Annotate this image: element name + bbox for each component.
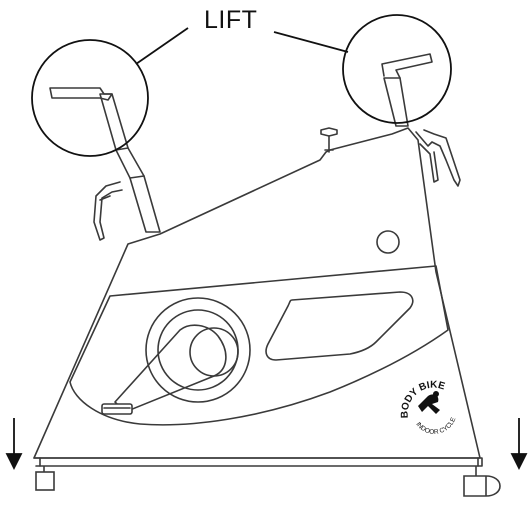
seat-post — [383, 77, 409, 127]
front-shroud — [69, 265, 449, 426]
resistance-knob — [376, 230, 400, 254]
wheel-foot-icon — [463, 475, 501, 497]
svg-text:INDOOR CYCLE: INDOOR CYCLE — [414, 416, 457, 436]
down-arrow-icon — [510, 453, 528, 471]
lift-callout-left — [31, 39, 149, 157]
frame-outline — [33, 127, 481, 459]
callout-leader-right — [273, 31, 349, 53]
flywheel-hub — [189, 327, 239, 377]
seat-lever — [415, 129, 461, 187]
seat-adjust-knob — [320, 127, 338, 137]
body-bike-logo: BODY BIKE INDOOR CYCLE — [400, 380, 458, 436]
flywheel-inner — [157, 309, 239, 391]
crank-arm — [114, 324, 227, 413]
flywheel-outer — [145, 297, 251, 403]
window-cutout — [265, 291, 414, 361]
cyclist-icon — [418, 394, 440, 414]
lift-label: LIFT — [204, 6, 258, 34]
logo-text-bottom: INDOOR CYCLE — [414, 416, 457, 436]
callout-leader-left — [135, 27, 189, 65]
front-post — [99, 93, 161, 233]
base-bar — [33, 457, 483, 467]
square-foot-icon — [35, 471, 55, 491]
handlebar-top-left — [49, 87, 113, 101]
lift-callout-right — [342, 14, 452, 124]
down-arrow-icon — [5, 453, 23, 471]
pedal — [101, 403, 133, 415]
